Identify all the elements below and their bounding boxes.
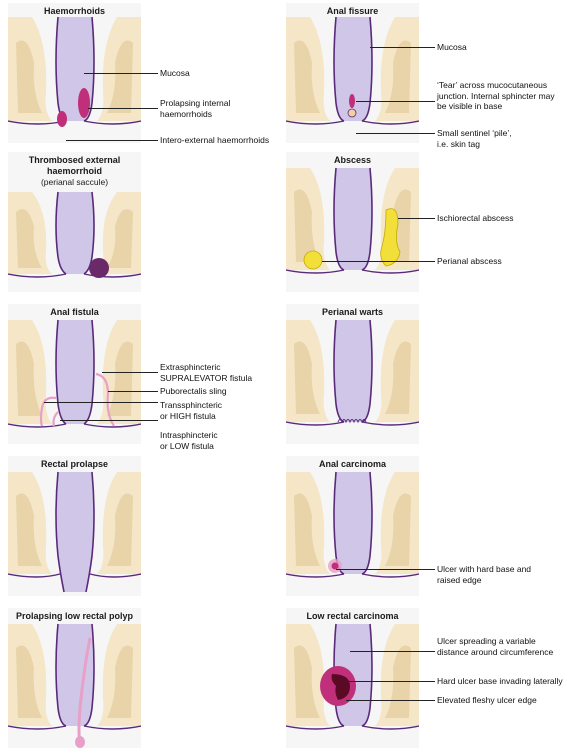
label-hard: Hard ulcer base invading laterally [437,676,563,686]
panel-subtitle: (perianal saccule) [40,177,109,187]
warts-illustration [286,319,419,426]
panel-anal-carcinoma: Anal carcinoma [286,456,419,596]
label-line: Ulcer with hard base and [437,564,532,574]
label-perianal: Perianal abscess [437,256,502,266]
label-line: haemorrhoids [160,108,212,119]
label-line: Intrasphincteric [160,430,218,440]
leader-line [350,651,435,652]
label-line: be visible in base [437,101,503,111]
leader-line [84,73,158,74]
leader-line [66,140,158,141]
thrombosed-illustration [8,191,141,278]
panel-title: Anal carcinoma [318,459,387,469]
leader-line [356,101,435,102]
label-line: ‘Tear’ across mucocutaneous [437,80,548,90]
label-line: or HIGH fistula [160,410,216,421]
panel-title: Anal fissure [326,6,379,16]
leader-line [322,261,435,262]
label-extra: Extrasphincteric SUPRALEVATOR fistula [160,362,252,383]
panel-title: Low rectal carcinoma [306,611,399,621]
panel-low-rectal: Low rectal carcinoma [286,608,419,748]
leader-line [398,218,435,219]
panel-title: Prolapsing low rectal polyp [15,611,134,621]
label-line: i.e. skin tag [437,138,480,149]
label-line: Extrasphincteric [160,362,221,372]
low-rectal-illustration [286,623,419,730]
leader-line [336,569,435,570]
label-pubo: Puborectalis sling [160,386,227,396]
label-line: junction. Internal sphincter may [437,90,555,101]
panel-abscess: Abscess [286,152,419,292]
panel-title: Perianal warts [321,307,384,317]
label-ulcer: Ulcer with hard base and raised edge [437,564,531,585]
panel-title: Thrombosed external haemorrhoid [8,155,141,177]
label-mucosa: Mucosa [437,42,467,52]
label-intra: Intrasphincteric or LOW fistula [160,430,218,451]
panel-anal-fistula: Anal fistula [8,304,141,444]
leader-line [348,681,435,682]
label-trans: Transsphincteric or HIGH fistula [160,400,222,421]
leader-line [44,402,158,403]
leader-line [102,372,158,373]
abscess-illustration [286,167,419,274]
label-ischio: Ischiorectal abscess [437,213,514,223]
label-line: or LOW fistula [160,440,214,451]
prolapse-illustration [8,471,141,593]
fissure-illustration [286,16,419,125]
label-elevated: Elevated fleshy ulcer edge [437,695,537,705]
label-line: distance around circumference [437,646,554,657]
label-line: SUPRALEVATOR fistula [160,372,253,383]
label-tear: ‘Tear’ across mucocutaneous junction. In… [437,80,555,112]
leader-line [356,133,435,134]
label-line: Ulcer spreading a variable [437,636,536,646]
label-spread: Ulcer spreading a variable distance arou… [437,636,553,657]
leader-line [346,700,435,701]
label-line: Transsphincteric [160,400,223,410]
leader-line [60,420,158,421]
haemorrhoids-illustration [8,16,141,127]
title-line: haemorrhoid [46,166,102,176]
panel-perianal-warts: Perianal warts [286,304,419,444]
label-mucosa: Mucosa [160,68,190,78]
panel-title: Abscess [333,155,372,165]
anal-carcinoma-illustration [286,471,419,578]
polyp-illustration [8,623,141,748]
panel-title: Haemorrhoids [43,6,105,16]
label-prolapsing: Prolapsing internal haemorrhoids [160,98,230,119]
panel-title: Rectal prolapse [40,459,109,469]
label-line: raised edge [437,574,482,585]
panel-polyp: Prolapsing low rectal polyp [8,608,141,748]
fistula-illustration [8,319,141,428]
leader-line [370,47,435,48]
panel-thrombosed: Thrombosed external haemorrhoid (periana… [8,152,141,292]
label-pile: Small sentinel ‘pile’, i.e. skin tag [437,128,512,149]
title-line: Thrombosed external [28,155,121,165]
label-intero: Intero-external haemorrhoids [160,135,270,145]
panel-anal-fissure: Anal fissure [286,3,419,143]
label-line: Small sentinel ‘pile’, [437,128,512,138]
leader-line [88,108,158,109]
panel-rectal-prolapse: Rectal prolapse [8,456,141,596]
leader-line [108,391,158,392]
label-line: Prolapsing internal [160,98,231,108]
panel-title: Anal fistula [50,307,99,317]
